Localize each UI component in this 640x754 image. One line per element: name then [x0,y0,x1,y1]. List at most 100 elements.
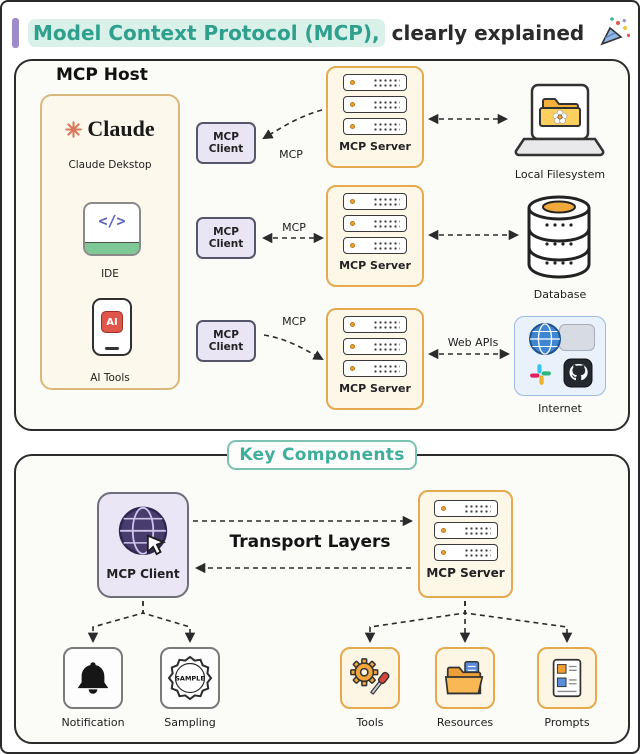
rack-vents [462,525,491,536]
mcp-client-label: MCP Client [208,328,244,353]
slack-icon [530,364,551,385]
claude-logo: Claude [42,116,178,142]
notification-box [63,647,123,709]
rack-led [440,506,446,511]
rack-led [350,221,355,226]
claude-starburst-icon [65,120,83,138]
server-rack-icon [343,215,407,232]
mcp-client-label: MCP Client [208,225,244,250]
rack-vents [462,503,491,514]
ide-icon: </> [83,202,141,256]
server-rack-icon [343,237,407,254]
rack-led [350,80,355,85]
rack-vents [372,77,400,88]
mcp-server-box-3: MCP Server [326,308,424,410]
rack-led [350,199,355,204]
ide-base-bar [85,242,139,254]
mcp-server-box-2: MCP Server [326,185,424,287]
party-popper-icon [598,15,631,51]
accent-bar [12,18,19,48]
mcp-client-box-1: MCP Client [196,122,256,164]
web-apis-label: Web APIs [447,336,499,349]
notification-label: Notification [61,716,125,729]
mcp-link-label-1: MCP [279,148,303,161]
rack-vents [372,99,400,110]
rack-led [350,124,355,129]
rack-led [350,344,355,349]
mcp-client-box-2: MCP Client [196,217,256,259]
mcp-server-box-1: MCP Server [326,66,424,168]
server-rack-icon [343,193,407,210]
rack-led [350,366,355,371]
local-filesystem-icon [512,82,607,168]
rack-vents [372,319,400,330]
rack-vents [372,196,400,207]
ai-badge: AI [101,311,123,333]
title-rest: clearly explained [384,21,585,45]
folder-files-icon [444,660,484,695]
server-rack-icon [433,500,498,517]
mcp-host-title: MCP Host [56,65,148,85]
server-rack-icon [343,118,407,135]
prompts-label: Prompts [544,716,590,729]
github-icon [563,358,593,388]
resources-label: Resources [436,716,494,729]
bell-icon [77,662,109,694]
ai-phone-icon: AI [92,298,132,356]
mcp-server-label: MCP Server [339,140,411,153]
flower-icon [552,109,568,124]
globe-cursor-icon [118,506,168,556]
sampling-box: SAMPLE [160,647,220,709]
sample-stamp-icon: SAMPLE [167,655,213,701]
rack-led [440,550,446,555]
tools-box [340,647,400,709]
mcp-link-label-3: MCP [282,315,306,328]
transport-layers-label: Transport Layers [229,532,391,552]
kc-mcp-client-label: MCP Client [106,567,180,581]
server-rack-icon [433,522,498,539]
resources-box [435,647,495,709]
page-header: Model Context Protocol (MCP), clearly ex… [12,14,631,52]
kc-mcp-client-box: MCP Client [97,492,189,598]
prompts-box [537,647,597,709]
rack-vents [372,121,400,132]
sample-text: SAMPLE [175,675,205,683]
rack-vents [372,240,400,251]
mcp-link-label-2: MCP [282,221,306,234]
claude-wordmark: Claude [87,116,155,141]
gear-wrench-icon [350,658,390,695]
server-rack-icon [343,316,407,333]
server-rack-icon [343,360,407,377]
database-label: Database [533,288,587,301]
rack-led [350,322,355,327]
mcp-server-label: MCP Server [339,382,411,395]
host-apps-box: Claude Claude Dekstop </> IDE AI AI Tool… [40,94,180,390]
tools-label: Tools [356,716,384,729]
server-rack-icon [343,74,407,91]
rack-vents [462,547,491,558]
rack-led [350,102,355,107]
server-rack-icon [433,544,498,561]
ide-label: IDE [101,268,119,280]
local-filesystem-label: Local Filesystem [514,168,606,181]
code-glyph: </> [98,212,126,230]
server-rack-icon [343,338,407,355]
sampling-label: Sampling [164,716,216,729]
prompt-document-icon [552,658,582,698]
browser-window-icon [559,324,595,351]
page-title: Model Context Protocol (MCP), clearly ex… [28,19,585,47]
mcp-server-label: MCP Server [339,259,411,272]
internet-box [514,316,606,396]
rack-led [350,243,355,248]
kc-mcp-server-label: MCP Server [426,566,505,580]
database-icon [525,192,593,286]
ai-tools-label: AI Tools [90,372,130,384]
rack-vents [372,363,400,374]
rack-vents [372,218,400,229]
key-components-heading: Key Components [227,440,417,470]
title-highlight: Model Context Protocol (MCP), [28,19,385,47]
rack-vents [372,341,400,352]
rack-led [440,528,446,533]
server-rack-icon [343,96,407,113]
